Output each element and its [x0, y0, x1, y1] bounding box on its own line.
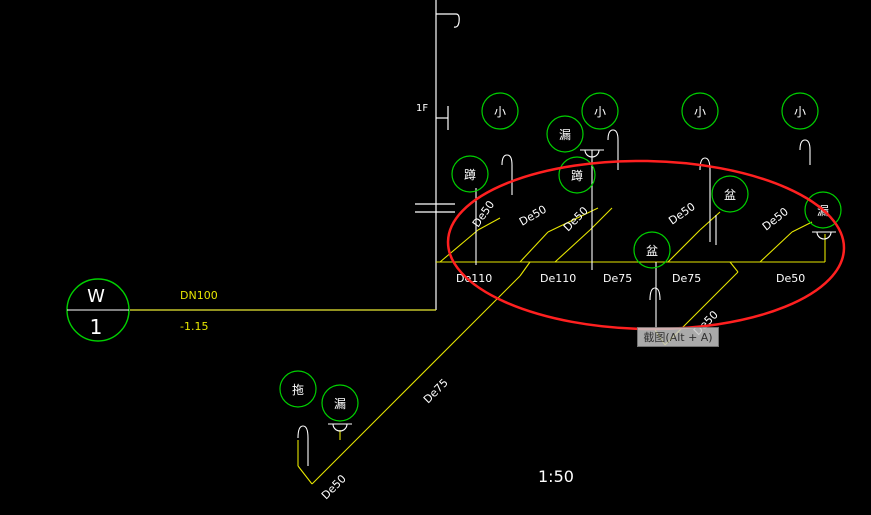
fixture-urinal-2 [581, 92, 619, 130]
fixture-label: 蹲 [571, 169, 583, 183]
pipe-label: De50 [470, 198, 497, 229]
floor-label: 1F [416, 103, 428, 114]
fixture-floor-drain-3 [321, 384, 359, 422]
pipe-label: De75 [603, 272, 632, 285]
fixture-label: 蹲 [464, 168, 476, 182]
fixture-mop-1 [279, 370, 317, 408]
fixture-squat-2 [558, 156, 596, 194]
riser-letter: W [87, 286, 105, 307]
fixture-basin-1 [711, 175, 749, 213]
fixture-symbols [279, 92, 842, 422]
pipe-label: De75 [421, 376, 451, 406]
riser-symbol: W 1 [66, 278, 130, 342]
pipe-label: De50 [760, 205, 791, 233]
riser-number: 1 [90, 315, 103, 339]
fixture-floor-drain-2 [804, 191, 842, 229]
fixture-label: 小 [494, 105, 506, 119]
fixture-label: 盆 [724, 188, 736, 202]
pipe-label: De50 [319, 472, 349, 502]
fixture-squat-1 [451, 155, 489, 193]
scale-label: 1:50 [538, 467, 574, 486]
pipe-label: De50 [561, 204, 591, 234]
pipe-network [130, 207, 826, 485]
fixture-label: 小 [594, 105, 606, 119]
pipe-label: De75 [672, 272, 701, 285]
pipe-size-labels: De50 De50 De50 De50 De50 De110 De110 De7… [319, 198, 805, 502]
main-pipe-size: DN100 [180, 289, 218, 302]
screenshot-tooltip: 截图(Alt + A) [637, 327, 719, 347]
fixture-label: 拖 [292, 383, 304, 397]
fixture-label: 小 [794, 105, 806, 119]
fixture-label: 盆 [646, 244, 658, 258]
fixture-urinal-4 [781, 92, 819, 130]
fixture-floor-drain-1 [546, 115, 584, 153]
main-pipe-level: -1.15 [180, 320, 208, 333]
pipe-label: De50 [517, 203, 549, 229]
fixture-labels: 小 小 小 小 漏 蹲 蹲 盆 盆 漏 拖 漏 [292, 105, 829, 411]
pipe-label: De110 [540, 272, 576, 285]
fixture-label: 漏 [559, 128, 571, 142]
pipe-label: De50 [666, 200, 697, 227]
traps [297, 129, 836, 466]
fixture-basin-2 [633, 231, 671, 269]
fixture-urinal-1 [481, 92, 519, 130]
building-outline [130, 0, 460, 311]
fixture-urinal-3 [681, 92, 719, 130]
fixture-label: 小 [694, 105, 706, 119]
fixture-label: 漏 [334, 397, 346, 411]
pipe-label: De50 [776, 272, 805, 285]
